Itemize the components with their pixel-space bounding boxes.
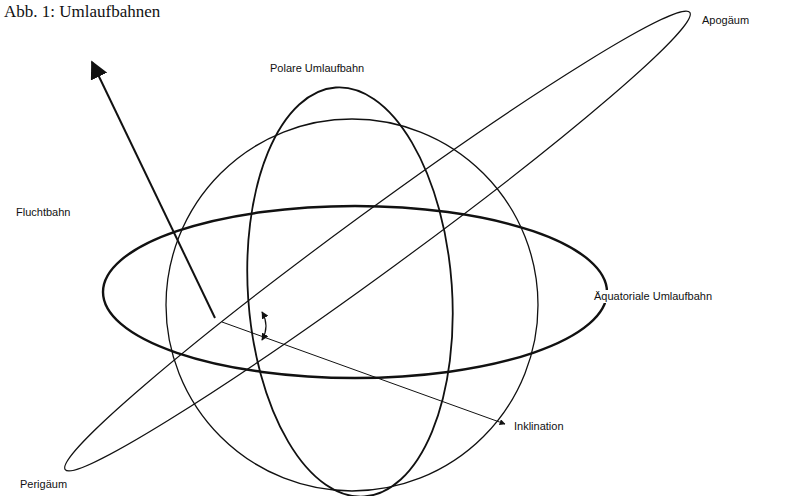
orbit-label: Apogäum [700, 14, 751, 27]
equatorial-orbit [103, 206, 607, 378]
polar-orbit [234, 80, 466, 496]
orbit-label: Inklination [512, 420, 566, 433]
escape-arrow [92, 62, 215, 318]
earth-circle [166, 119, 538, 491]
elliptical-orbit [47, 0, 707, 494]
orbit-label: Äquatoriale Umlaufbahn [592, 290, 714, 303]
orbit-label: Polare Umlaufbahn [268, 62, 366, 75]
figure-title: Abb. 1: Umlaufbahnen [4, 2, 160, 22]
inclination-leader [222, 322, 505, 424]
orbit-label: Perigäum [18, 478, 69, 491]
orbit-label: Fluchtbahn [14, 206, 72, 219]
inclination-arc [262, 312, 266, 340]
